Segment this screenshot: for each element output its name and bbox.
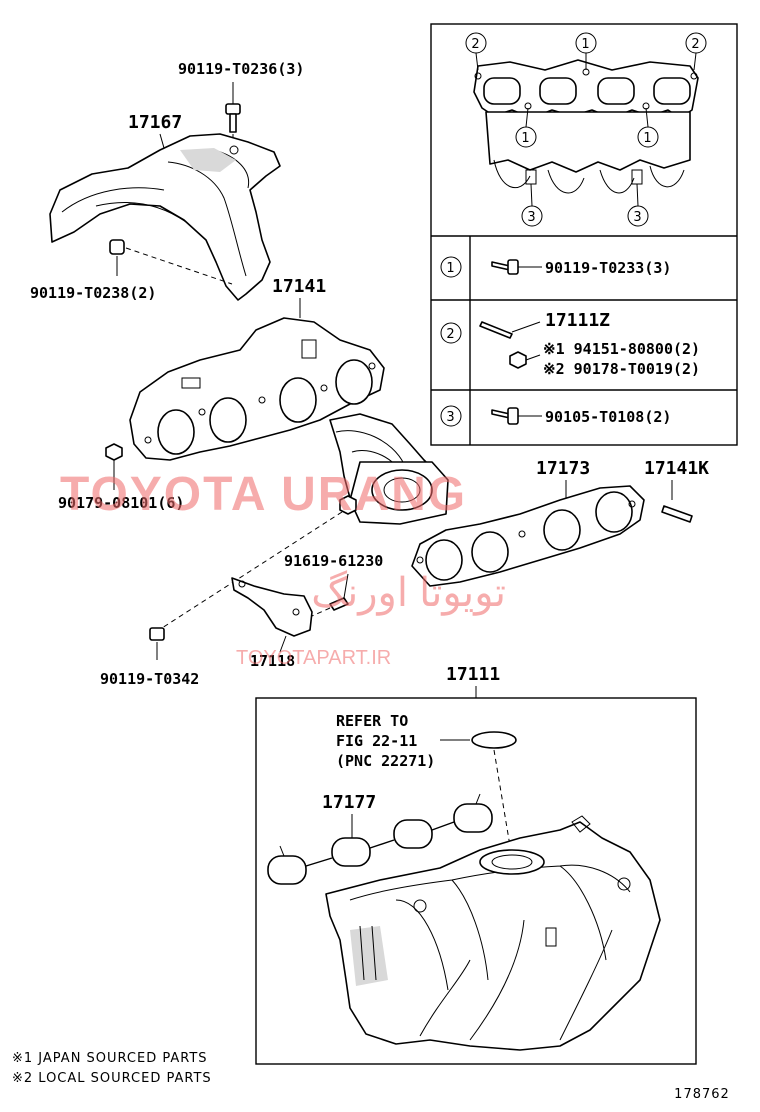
watermark-site: TOYOTAPART.IR xyxy=(236,647,391,669)
bolt-icon xyxy=(109,239,125,276)
row-3-ref: 3 xyxy=(446,410,455,425)
label-91619-61230: 91619-61230 xyxy=(284,552,383,570)
watermark: TOYOTA URANG تویوتا اورنگ TOYOTAPART.IR xyxy=(60,468,506,669)
callout-3b: 3 xyxy=(633,210,642,225)
stay-part xyxy=(231,577,313,637)
label-90119-t0342: 90119-T0342 xyxy=(100,670,199,688)
callout-3a: 3 xyxy=(527,210,536,225)
inset-callouts: 2 1 2 1 1 3 3 xyxy=(465,32,707,227)
inset-row-1: 1 90119-T0233(3) xyxy=(440,256,671,278)
bolt-icon xyxy=(329,597,349,611)
label-90119-t0238: 90119-T0238(2) xyxy=(30,284,156,302)
bolt-icon xyxy=(225,103,241,133)
gasket-group: 17173 17141K xyxy=(411,458,709,587)
watermark-persian: تویوتا اورنگ xyxy=(311,570,506,616)
refer-line-3: (PNC 22271) xyxy=(336,752,435,770)
intake-gasket-part xyxy=(267,793,493,885)
label-17118: 17118 xyxy=(250,652,295,670)
row-3-part: 90105-T0108(2) xyxy=(545,408,671,426)
inset-row-3: 3 90105-T0108(2) xyxy=(440,405,671,427)
nut-icon xyxy=(105,443,123,461)
row-2-part-a: 17111Z xyxy=(545,310,610,331)
callout-2a: 2 xyxy=(471,37,480,52)
intake-manifold-part xyxy=(325,821,661,1051)
label-90119-t0236: 90119-T0236(3) xyxy=(178,60,304,78)
row-2-ref: 2 xyxy=(446,327,455,342)
footnote-1: ※1 JAPAN SOURCED PARTS xyxy=(12,1051,208,1066)
stud-icon xyxy=(479,321,513,339)
label-17173: 17173 xyxy=(536,458,590,479)
footnote-2: ※2 LOCAL SOURCED PARTS xyxy=(12,1071,212,1086)
inset-box: 2 1 2 1 1 3 3 1 xyxy=(430,23,738,446)
label-17141: 17141 xyxy=(272,276,326,297)
callout-2b: 2 xyxy=(691,37,700,52)
heat-insulator-part xyxy=(49,133,281,301)
bolt-icon xyxy=(149,627,165,660)
label-17141k: 17141K xyxy=(644,458,709,479)
o-ring-part xyxy=(471,731,517,749)
row-1-part: 90119-T0233(3) xyxy=(545,259,671,277)
refer-line-2: FIG 22-11 xyxy=(336,732,417,750)
row-1-ref: 1 xyxy=(446,261,455,276)
label-17177: 17177 xyxy=(322,792,376,813)
refer-line-1: REFER TO xyxy=(336,712,408,730)
callout-1b: 1 xyxy=(521,131,530,146)
bolt-icon xyxy=(491,259,519,275)
figure-number: 178762 xyxy=(674,1087,730,1102)
inset-row-2: 2 17111Z ※1 94151-80800(2) ※2 90178-T001… xyxy=(440,310,700,378)
stud-icon xyxy=(661,505,693,523)
intake-manifold-group: 17111 REFER TO FIG 22-11 (PNC 22271) 171… xyxy=(255,664,697,1065)
flange-bolt-icon xyxy=(491,407,519,425)
nut-icon xyxy=(509,351,527,369)
heat-insulator-group: 90119-T0236(3) 17167 90119-T0238(2) xyxy=(30,60,304,302)
label-17111: 17111 xyxy=(446,664,500,685)
exhaust-manifold-group: 17141 90179-08101(6) xyxy=(58,276,449,525)
footnotes: ※1 JAPAN SOURCED PARTS ※2 LOCAL SOURCED … xyxy=(12,1051,212,1086)
stay-group: 91619-61230 17118 90119-T0342 xyxy=(100,495,383,688)
nut-icon xyxy=(339,495,357,515)
watermark-brand: TOYOTA URANG xyxy=(60,468,467,521)
row-2-part-b: ※1 94151-80800(2) xyxy=(543,340,700,358)
callout-1c: 1 xyxy=(643,131,652,146)
label-90179-08101: 90179-08101(6) xyxy=(58,494,184,512)
callout-1a: 1 xyxy=(581,37,590,52)
row-2-part-c: ※2 90178-T0019(2) xyxy=(543,360,700,378)
exhaust-gasket-part xyxy=(411,485,645,587)
label-17167: 17167 xyxy=(128,112,182,133)
inset-manifold-drawing xyxy=(473,59,699,194)
